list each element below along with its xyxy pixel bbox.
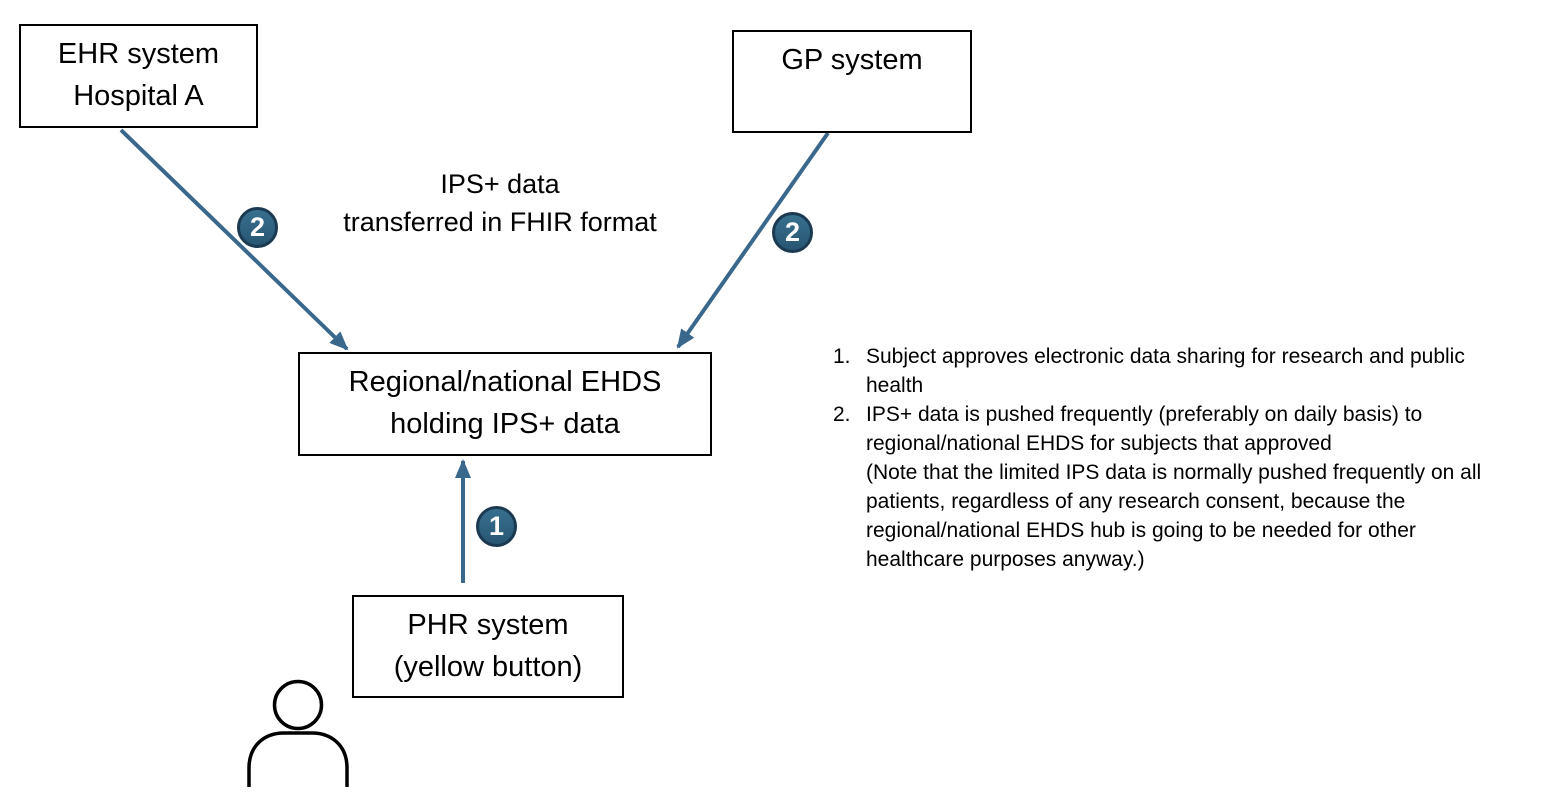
legend-item-2: 2. IPS+ data is pushed frequently (prefe… <box>833 400 1505 574</box>
ehr-system-label-line2: Hospital A <box>73 80 204 112</box>
flow-label: IPS+ data transferred in FHIR format <box>250 165 750 241</box>
regional-national-ehds-box: Regional/national EHDS holding IPS+ data <box>298 352 712 456</box>
ehr-system-label-line1: EHR system <box>57 38 220 70</box>
legend-item-1-text: Subject approves electronic data sharing… <box>866 345 1465 397</box>
step-2-badge-right: 2 <box>772 212 813 253</box>
step-2-badge-left: 2 <box>237 207 278 248</box>
phr-system-box: PHR system (yellow button) <box>352 595 624 698</box>
person-icon <box>247 679 349 787</box>
gp-system-box: GP system <box>732 30 972 133</box>
ehds-label-line2: holding IPS+ data <box>390 408 620 440</box>
ehr-system-box: EHR system Hospital A <box>19 24 258 128</box>
legend-item-1: 1. Subject approves electronic data shar… <box>833 342 1505 400</box>
arrow-ehr-to-ehds <box>119 128 349 351</box>
legend-item-2-text: IPS+ data is pushed frequently (preferab… <box>866 403 1423 455</box>
gp-system-label: GP system <box>781 44 923 76</box>
flow-label-line1: IPS+ data <box>440 169 560 199</box>
legend-list: 1. Subject approves electronic data shar… <box>833 342 1505 574</box>
phr-label-line2: (yellow button) <box>393 651 583 683</box>
legend-item-2-number: 2. <box>833 403 851 426</box>
phr-label-line1: PHR system <box>407 609 569 641</box>
flow-label-line2: transferred in FHIR format <box>343 207 657 237</box>
ehds-label-line1: Regional/national EHDS <box>348 366 662 398</box>
legend-item-1-number: 1. <box>833 345 851 368</box>
legend-item-2-body: IPS+ data is pushed frequently (preferab… <box>866 400 1501 574</box>
legend-item-2-note: (Note that the limited IPS data is norma… <box>866 461 1482 571</box>
step-1-badge: 1 <box>476 506 517 547</box>
arrow-gp-to-ehds <box>676 131 830 349</box>
